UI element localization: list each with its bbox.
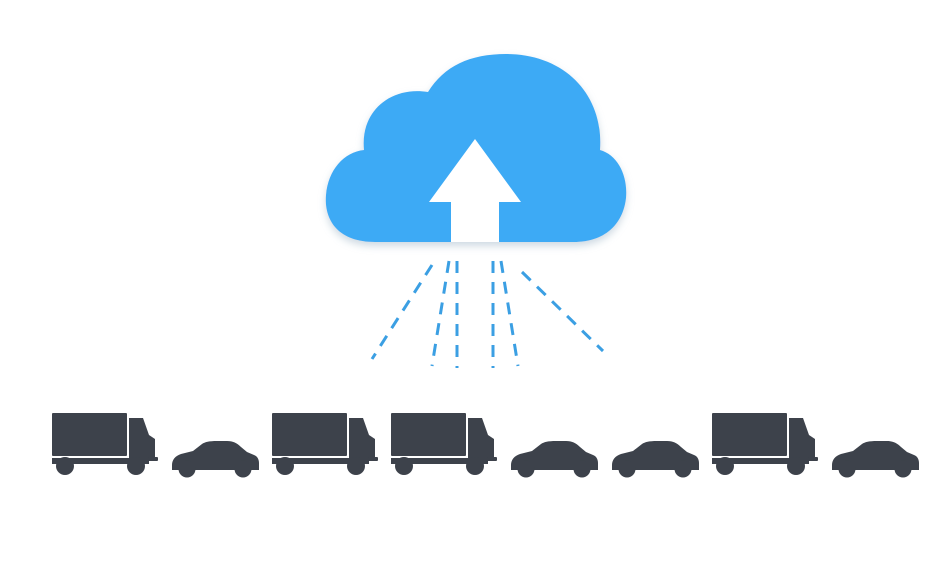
cloud-upload-icon — [325, 54, 627, 242]
signal-line — [370, 264, 434, 360]
signal-line — [430, 260, 451, 367]
car-icon — [612, 441, 699, 478]
car-icon — [172, 441, 259, 478]
truck-icon — [391, 413, 497, 475]
car-icon — [511, 441, 598, 478]
upload-arrow-icon — [429, 139, 521, 242]
truck-icon — [52, 413, 158, 475]
signal-line — [520, 270, 605, 353]
truck-icon — [272, 413, 378, 475]
truck-icon — [712, 413, 818, 475]
signal-line — [499, 260, 520, 367]
signal-lines — [370, 260, 605, 368]
vehicle-fleet — [52, 413, 919, 478]
car-icon — [832, 441, 919, 478]
